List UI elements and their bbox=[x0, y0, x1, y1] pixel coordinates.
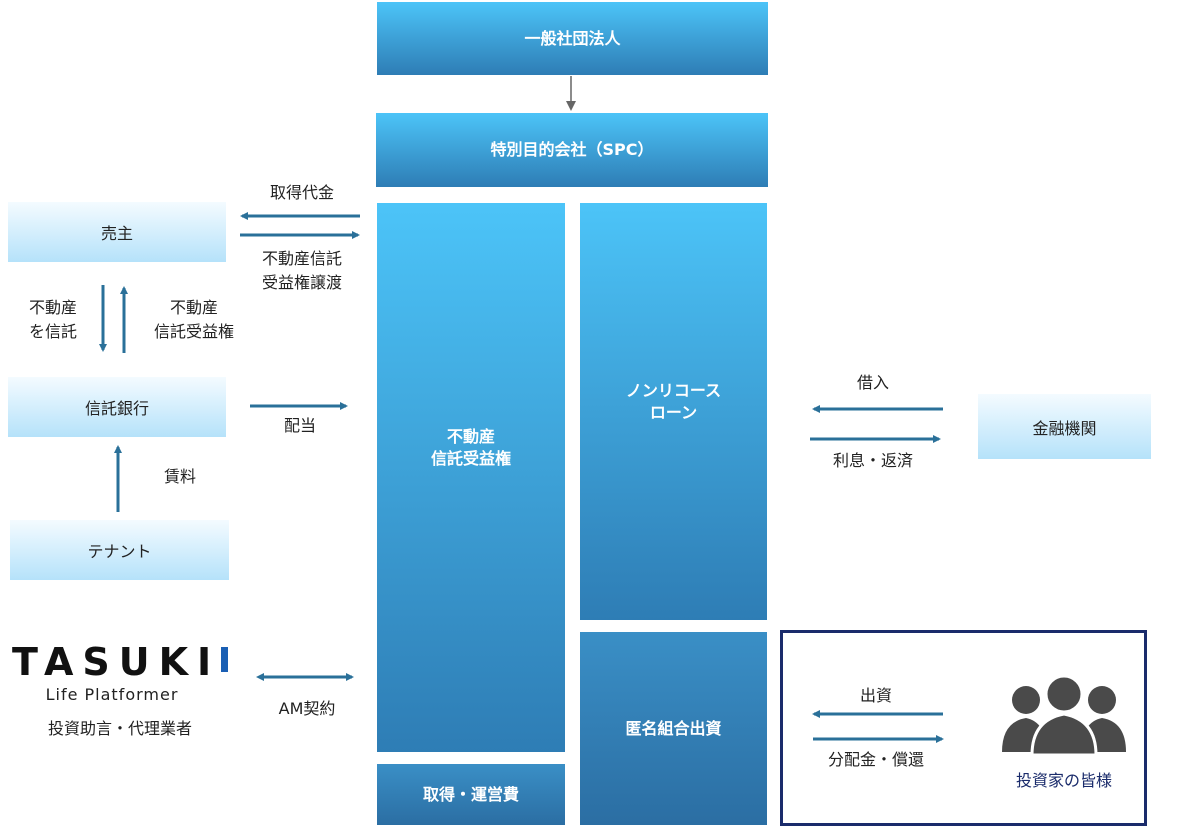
tk-investment-label: 匿名組合出資 bbox=[625, 718, 722, 738]
trust-bank-label: 信託銀行 bbox=[84, 399, 149, 418]
financial-institution-box: 金融機関 bbox=[978, 394, 1151, 459]
logo-tagline: Life Platformer bbox=[45, 685, 179, 704]
acquisition-cost-box: 取得・運営費 bbox=[377, 764, 565, 825]
spc-box: 特別目的会社（SPC） bbox=[376, 113, 768, 187]
seller-label: 売主 bbox=[100, 224, 133, 243]
am-contract-label: AM契約 bbox=[278, 699, 336, 718]
tasuki-logo: TASUKI bbox=[12, 640, 220, 684]
borrowing-label: 借入 bbox=[856, 373, 890, 392]
association-box: 一般社団法人 bbox=[377, 2, 768, 75]
purchase-price-label: 取得代金 bbox=[269, 183, 335, 202]
financial-institution-label: 金融機関 bbox=[1032, 418, 1097, 438]
tenant-box: テナント bbox=[10, 520, 229, 580]
trust-beneficiary-label: 不動産 信託受益権 bbox=[430, 426, 511, 468]
investors-box bbox=[780, 630, 1147, 826]
rent-label: 賃料 bbox=[163, 467, 197, 486]
seller-box: 売主 bbox=[8, 202, 226, 262]
logo-accent bbox=[221, 647, 228, 672]
entrust-label: 不動産 を信託 bbox=[28, 298, 78, 341]
investment-label: 出資 bbox=[859, 686, 893, 705]
interest-label: 利息・返済 bbox=[832, 451, 914, 470]
trust-right-label: 不動産 信託受益権 bbox=[153, 298, 235, 341]
tenant-label: テナント bbox=[87, 542, 152, 561]
tasuki-logo-text: TASUKI bbox=[12, 640, 221, 684]
acquisition-cost-label: 取得・運営費 bbox=[422, 784, 519, 804]
tk-investment-box: 匿名組合出資 bbox=[580, 632, 767, 825]
distribution-label: 分配金・償還 bbox=[827, 750, 925, 769]
people-icon bbox=[1002, 674, 1126, 757]
nonrecourse-loan-box: ノンリコース ローン bbox=[580, 203, 767, 620]
association-label: 一般社団法人 bbox=[524, 28, 621, 48]
trust-beneficiary-box: 不動産 信託受益権 bbox=[377, 203, 565, 752]
nonrecourse-loan-label: ノンリコース ローン bbox=[625, 380, 722, 422]
advisor-role-label: 投資助言・代理業者 bbox=[47, 719, 193, 738]
spc-label: 特別目的会社（SPC） bbox=[490, 140, 654, 159]
dividend-label: 配当 bbox=[283, 416, 317, 435]
transfer-label: 不動産信託 受益権譲渡 bbox=[261, 249, 343, 292]
investors-label: 投資家の皆様 bbox=[1015, 771, 1113, 790]
trust-bank-box: 信託銀行 bbox=[8, 377, 226, 437]
